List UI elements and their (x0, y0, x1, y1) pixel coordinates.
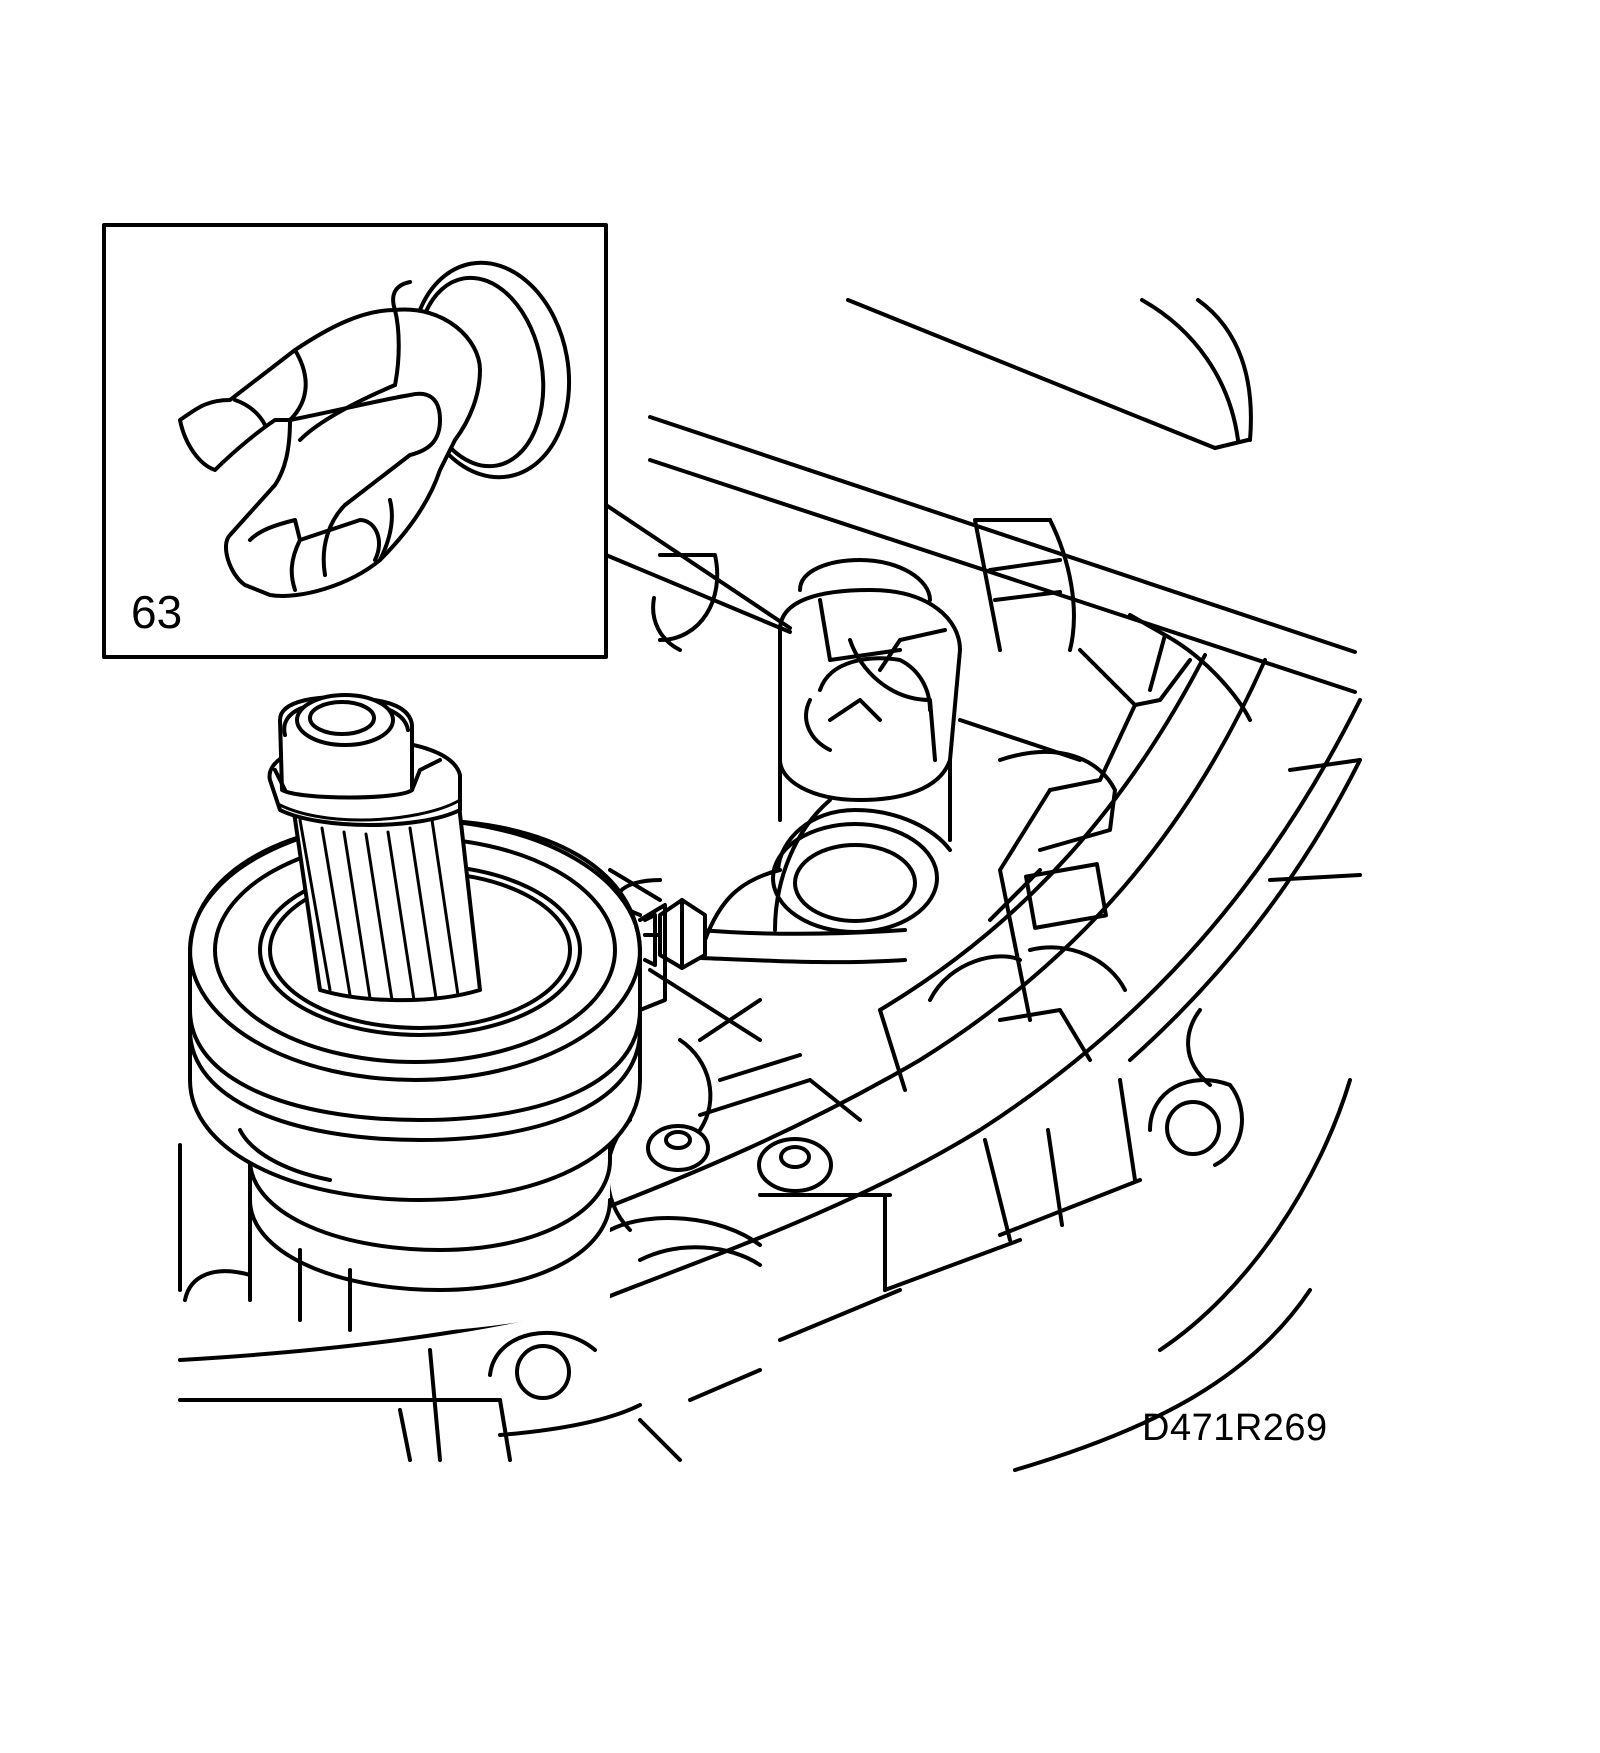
inset-clip-detail (178, 260, 572, 598)
housing-upper (648, 298, 1357, 694)
shift-fork-assembly (616, 518, 1252, 1062)
inset-number-label: 63 (131, 586, 183, 638)
figure-code-label: D471R269 (1142, 1407, 1328, 1449)
release-bearing (188, 693, 667, 1334)
casing-flange (488, 653, 1362, 1472)
